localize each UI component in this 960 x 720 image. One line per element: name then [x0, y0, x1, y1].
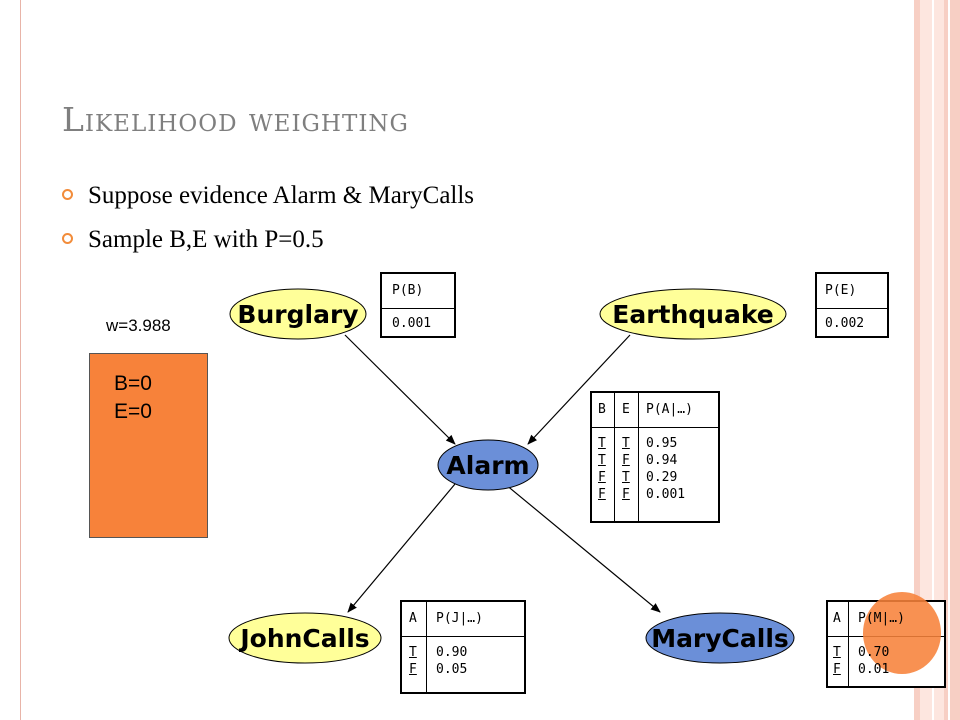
cpt-pb-value: 0.001	[392, 316, 432, 331]
slide-frame-left	[0, 0, 21, 720]
bullet-icon	[62, 189, 73, 200]
cpt-johncalls: A P(J|…) T F 0.90 0.05	[400, 600, 526, 694]
sample-box: B=0 E=0	[89, 353, 208, 538]
cpt-marycalls: A P(M|…) T F 0.70 0.01	[826, 592, 946, 688]
cpt-pa-col-e: T F T F	[622, 436, 630, 502]
cpt-pa-header-p: P(A|…)	[646, 402, 693, 417]
cpt-pa-col-b: T T F F	[598, 436, 606, 502]
node-johncalls	[228, 612, 382, 664]
edge-burglary-alarm	[344, 334, 456, 445]
sample-e-value: E=0	[114, 400, 152, 423]
cpt-pa-header-e: E	[622, 402, 630, 417]
cpt-header-row	[817, 274, 887, 309]
edge-alarm-marycalls	[504, 483, 661, 613]
cpt-divider	[638, 393, 639, 521]
node-marycalls	[645, 612, 795, 664]
bullet-item: Suppose evidence Alarm & MaryCalls	[62, 176, 474, 220]
cpt-pj-header-a: A	[409, 611, 417, 626]
edge-earthquake-alarm	[527, 334, 631, 445]
bullet-list: Suppose evidence Alarm & MaryCalls Sampl…	[62, 176, 474, 264]
cpt-divider	[848, 602, 849, 686]
node-burglary	[229, 288, 367, 340]
cpt-pa-header-b: B	[598, 402, 606, 417]
cpt-pj-header-p: P(J|…)	[436, 611, 483, 626]
node-burglary-label: Burglary	[237, 300, 358, 329]
weight-label: w=3.988	[106, 316, 171, 335]
cpt-pj-col-a: T F	[409, 645, 417, 677]
highlight-marker	[863, 592, 941, 674]
node-alarm	[437, 439, 539, 491]
frame-stripe	[948, 0, 950, 720]
cpt-header-row	[592, 393, 718, 428]
bullet-text: Suppose evidence Alarm & MaryCalls	[88, 182, 475, 209]
cpt-earthquake: P(E) 0.002	[815, 272, 889, 338]
node-marycalls-label: MaryCalls	[651, 624, 789, 653]
edge-alarm-johncalls	[347, 483, 456, 613]
cpt-pm-col-a: T F	[833, 645, 841, 677]
cpt-pm-col-p: 0.70 0.01	[858, 645, 890, 677]
cpt-burglary: P(B) 0.001	[380, 272, 456, 338]
sample-b-value: B=0	[114, 372, 152, 395]
cpt-pe-value: 0.002	[825, 316, 865, 331]
cpt-pj-col-p: 0.90 0.05	[436, 645, 468, 677]
slide-title: Likelihood weighting	[62, 100, 409, 139]
bullet-text: Sample B,E with P=0.5	[88, 226, 324, 253]
frame-stripe	[932, 0, 934, 720]
cpt-pm-header-a: A	[833, 611, 841, 626]
node-alarm-label: Alarm	[446, 451, 529, 480]
cpt-pa-col-p: 0.95 0.94 0.29 0.001	[646, 436, 686, 502]
cpt-divider	[614, 393, 615, 521]
cpt-pm-header-p: P(M|…)	[858, 611, 905, 626]
node-earthquake-label: Earthquake	[612, 300, 774, 329]
bullet-icon	[62, 233, 73, 244]
node-earthquake	[599, 288, 787, 340]
cpt-header-row	[402, 602, 524, 637]
cpt-pe-header: P(E)	[825, 283, 857, 298]
cpt-alarm: B E P(A|…) T T F F T F T F 0.95 0.94 0.2…	[590, 391, 720, 523]
bullet-item: Sample B,E with P=0.5	[62, 220, 474, 264]
cpt-pb-header: P(B)	[392, 283, 424, 298]
cpt-header-row	[382, 274, 454, 309]
cpt-divider	[426, 602, 427, 692]
node-johncalls-label: JohnCalls	[238, 624, 369, 653]
